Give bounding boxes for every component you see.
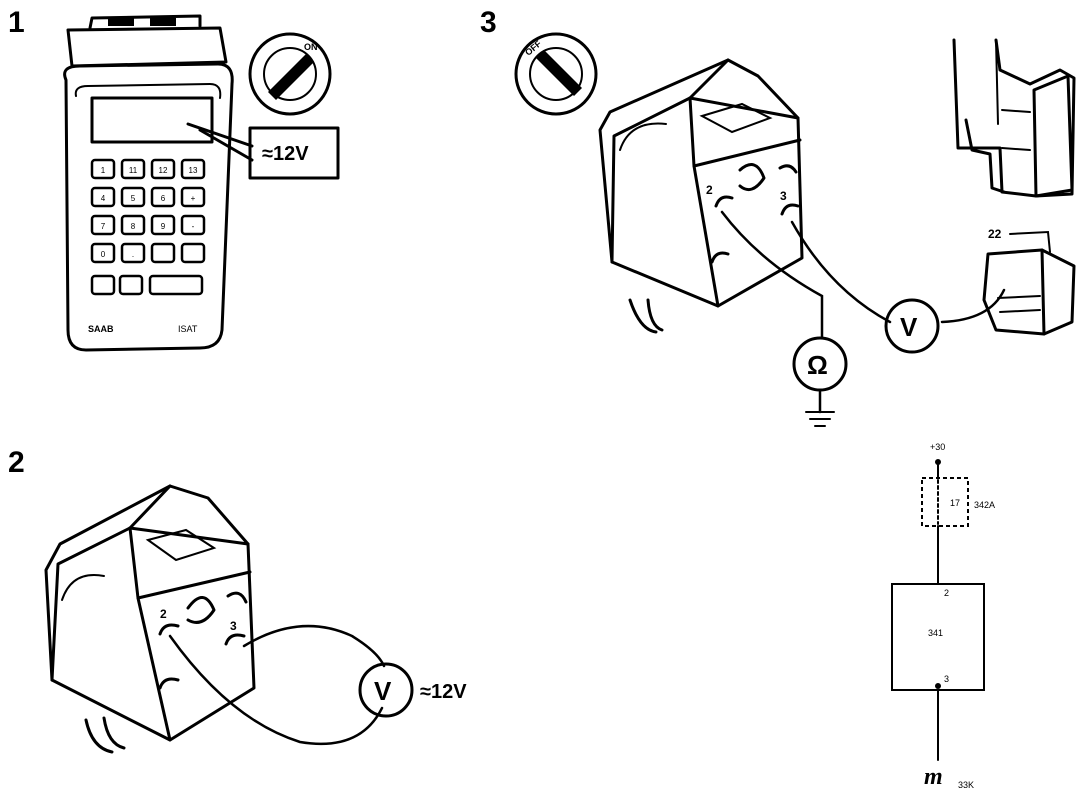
- relay-bracket: [952, 38, 1076, 198]
- tester-model: ISAT: [178, 324, 198, 334]
- ignition-key-off-icon: OFF: [514, 32, 598, 116]
- keypad-key-label: 13: [189, 166, 198, 175]
- tester-connector: [66, 14, 228, 68]
- keypad-key-label: 9: [161, 222, 166, 231]
- keypad-key: [180, 242, 206, 264]
- voltmeter-3: V: [884, 298, 940, 354]
- keypad-key: [118, 274, 144, 296]
- tester-display: [90, 96, 214, 144]
- supply-label: +30: [930, 442, 945, 452]
- ohmmeter: Ω: [792, 336, 848, 427]
- step-2-label: 2: [8, 446, 25, 479]
- wire-ohmmeter: [720, 210, 824, 340]
- control-unit-2: 2 3: [44, 484, 256, 754]
- callout-box: [248, 126, 340, 180]
- keypad-key: [120, 242, 146, 264]
- callout-line: [186, 122, 254, 148]
- keypad-key: [150, 242, 176, 264]
- tester-brand: SAAB: [88, 324, 114, 334]
- keypad-key-label: 1: [101, 166, 106, 175]
- connector-22: 22: [982, 227, 1076, 336]
- keypad-key-label: 0: [101, 250, 106, 259]
- fuse-label: 342A: [974, 500, 995, 510]
- ground-symbol: [805, 411, 835, 427]
- keypad-key-label: 6: [161, 194, 166, 203]
- supply-terminal: [935, 459, 941, 465]
- keypad-key-label: .: [132, 250, 134, 259]
- keypad-key-label: 4: [101, 194, 106, 203]
- component-pin-top: 2: [944, 588, 949, 598]
- keypad-key-label: 5: [131, 194, 136, 203]
- callout-voltage: ≈12V: [262, 143, 309, 165]
- ohmmeter-symbol: Ω: [807, 350, 828, 380]
- keypad-key-label: 12: [159, 166, 168, 175]
- keypad-key: [90, 158, 116, 180]
- panel-3: OFF 2 3 Ω: [514, 32, 1076, 427]
- keypad-key-label: -: [192, 222, 195, 231]
- voltmeter-2: V: [358, 662, 414, 718]
- connector-22-label: 22: [988, 227, 1002, 241]
- keypad-key: [180, 186, 206, 208]
- component-label: 341: [928, 628, 943, 638]
- keypad-key: [180, 158, 206, 180]
- wire-2-upper: [242, 624, 386, 668]
- keypad-key: [90, 242, 116, 264]
- keypad-key: [150, 158, 176, 180]
- keypad-key-label: 8: [131, 222, 136, 231]
- keypad-key: [120, 214, 146, 236]
- wire-2-lower: [168, 634, 384, 746]
- ignition-key-icon: ON: [248, 32, 332, 116]
- keypad-key: [120, 158, 146, 180]
- component-pin-bottom: 3: [944, 674, 949, 684]
- wiring-schematic: +30 17 342A 2 341 3 m 33K: [891, 442, 995, 790]
- ground-glyph: m: [924, 764, 943, 790]
- pin-2-label-3: 2: [706, 183, 713, 197]
- keypad-key: [90, 214, 116, 236]
- control-unit-3: 2 3: [598, 58, 804, 334]
- step-1-label: 1: [8, 6, 25, 39]
- keypad-key-label: +: [191, 194, 196, 203]
- panel-2: 2 3 V ≈12V: [44, 484, 467, 754]
- pin-3-label-3: 3: [780, 189, 787, 203]
- fuse-box: [921, 477, 969, 527]
- wire-to-connector: [940, 288, 1006, 324]
- pin-2-label-2: 2: [160, 607, 167, 621]
- step-3-label: 3: [480, 6, 497, 39]
- keypad-key: [180, 214, 206, 236]
- voltage-reading-2: ≈12V: [420, 681, 467, 703]
- keypad-key-label: 11: [129, 166, 138, 175]
- fuse-number: 17: [950, 498, 960, 508]
- svg-text:ON: ON: [304, 42, 318, 52]
- keypad-key: [90, 274, 116, 296]
- keypad-key: [90, 186, 116, 208]
- tester-body: [63, 62, 234, 352]
- voltmeter-3-symbol: V: [900, 312, 918, 342]
- keypad-key: [150, 214, 176, 236]
- keypad-key-label: 7: [101, 222, 106, 231]
- keypad-key: [120, 186, 146, 208]
- ground-label: 33K: [958, 780, 974, 790]
- voltmeter-2-symbol: V: [374, 676, 392, 706]
- wire-voltmeter: [790, 220, 892, 324]
- keypad-key: [150, 186, 176, 208]
- keypad-enter-key: [148, 274, 204, 296]
- pin-3-label-2: 3: [230, 619, 237, 633]
